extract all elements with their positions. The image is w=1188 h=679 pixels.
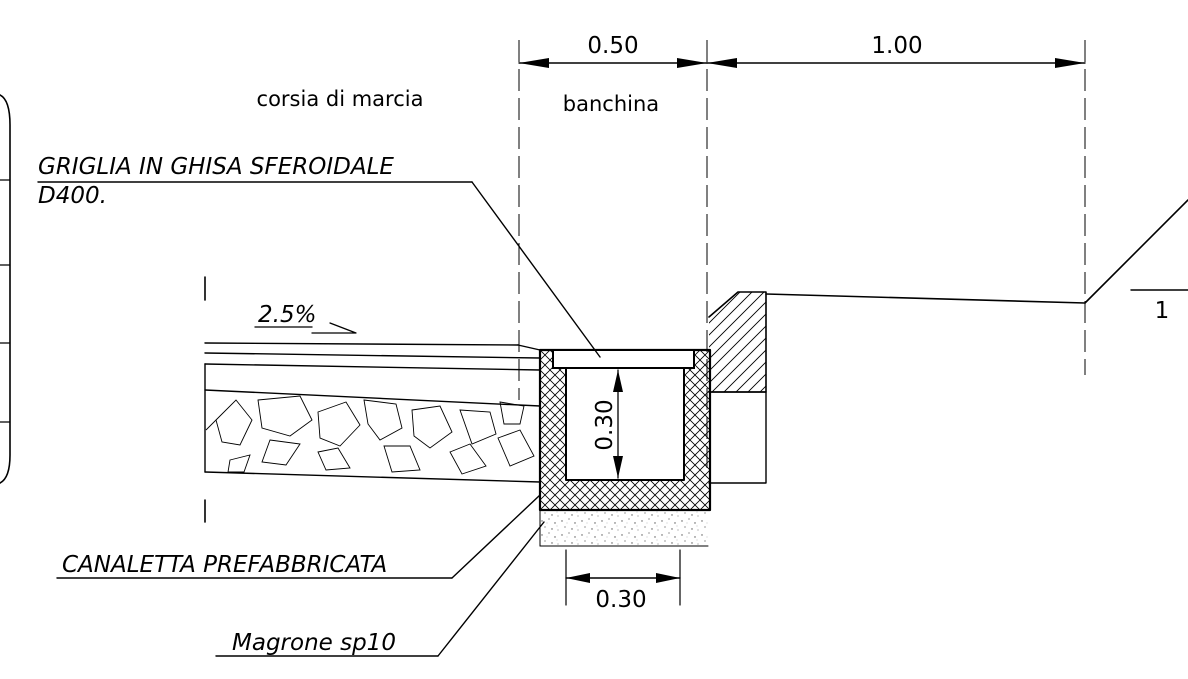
precast-channel [538,348,712,512]
dimension-top-left: 0.50 [587,33,638,59]
embankment [765,199,1188,304]
lean-concrete-base [539,509,709,547]
channel-callout [56,494,541,579]
bottom-dimension-line [565,549,681,606]
channel-callout-label: CANALETTA PREFABBRICATA [62,552,387,578]
arrow-up-030 [613,370,623,392]
arrow-left-030 [566,573,590,583]
table-fragment [0,94,11,484]
pavement-layers [204,276,541,523]
dimension-top-right: 1.00 [871,33,922,59]
slope-arrow [254,322,357,334]
lane-label: corsia di marcia [257,87,424,111]
grate [552,349,695,369]
top-dimension-line [518,58,1086,68]
grate-callout [37,181,601,358]
slope-label: 2.5% [258,302,316,328]
lean-concrete-callout [215,521,545,657]
arrow-right-030 [656,573,680,583]
curb [708,291,767,484]
embankment-ratio-label: 1 [1155,298,1170,324]
shoulder-label: banchina [563,92,659,116]
arrow-right-100 [1055,58,1085,68]
lean-concrete-callout-label: Magrone sp10 [232,630,396,656]
arrow-left-050 [519,58,549,68]
dimension-channel-width: 0.30 [595,587,646,613]
arrow-down-030 [613,456,623,478]
grate-callout-line1: GRIGLIA IN GHISA SFEROIDALE [38,154,394,180]
arrow-left-100 [707,58,737,68]
arrow-right-050 [677,58,707,68]
grate-callout-line2: D400. [38,183,107,209]
dimension-channel-height: 0.30 [592,399,618,450]
aggregate-stones [205,395,535,475]
